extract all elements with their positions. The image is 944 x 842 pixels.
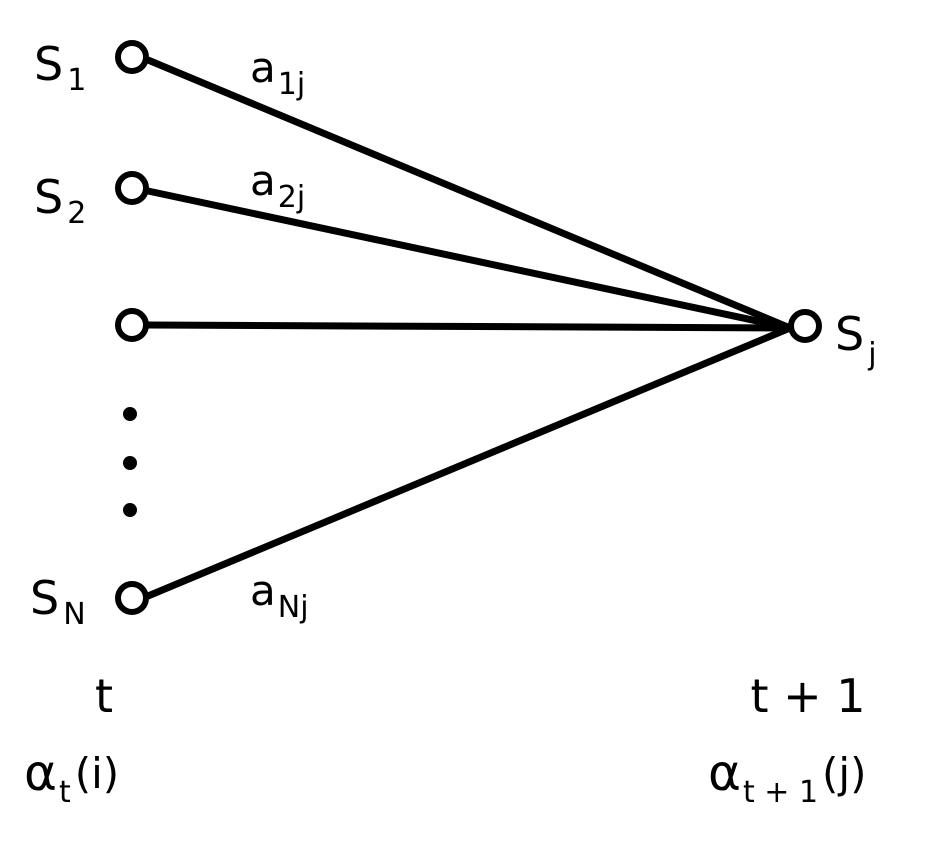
label-sj-base: S (835, 307, 864, 361)
label-s2-sub: 2 (67, 196, 86, 231)
label-anj-sub: Nj (278, 590, 309, 625)
label-a1j-sub: 1j (278, 67, 305, 102)
edge-s1-sj (144, 56, 794, 332)
label-s2-base: S (34, 170, 63, 224)
alpha-right-sub: t + 1 (743, 775, 818, 810)
alpha-right-base: α (708, 744, 741, 802)
label-a1j: a1j (250, 43, 305, 102)
node-s3 (115, 308, 149, 342)
alpha-left: αt(i) (24, 744, 119, 810)
label-sn-sub: N (63, 597, 85, 632)
label-s1-base: S (34, 37, 63, 91)
edge-s3-sj (144, 321, 794, 332)
node-s2 (115, 171, 149, 205)
ellipsis-dot (123, 503, 137, 517)
alpha-right-arg: (j) (822, 749, 866, 798)
edge-s2-sj (144, 187, 794, 332)
node-s1 (115, 40, 149, 74)
label-a1j-base: a (250, 43, 276, 92)
alpha-right: αt + 1(j) (708, 744, 866, 810)
label-a2j-base: a (250, 156, 276, 205)
node-sj (788, 309, 822, 343)
alpha-left-sub: t (59, 775, 71, 810)
edges (144, 56, 794, 600)
ellipsis-dot (123, 407, 137, 421)
label-a2j-sub: 2j (278, 180, 305, 215)
ellipsis-dot (123, 456, 137, 470)
source-nodes (115, 40, 149, 615)
label-a2j: a2j (250, 156, 305, 215)
alpha-left-base: α (24, 744, 57, 802)
label-sj-sub: j (867, 337, 876, 372)
label-s1-sub: 1 (67, 63, 86, 98)
alpha-left-arg: (i) (75, 749, 119, 798)
ellipsis (123, 407, 137, 517)
label-anj: aNj (250, 566, 309, 625)
time-label-left: t (95, 669, 113, 723)
node-sn (115, 581, 149, 615)
label-anj-base: a (250, 566, 276, 615)
label-sn-base: S (30, 571, 59, 625)
edge-sn-sj (144, 324, 794, 600)
time-label-right: t + 1 (750, 669, 865, 723)
